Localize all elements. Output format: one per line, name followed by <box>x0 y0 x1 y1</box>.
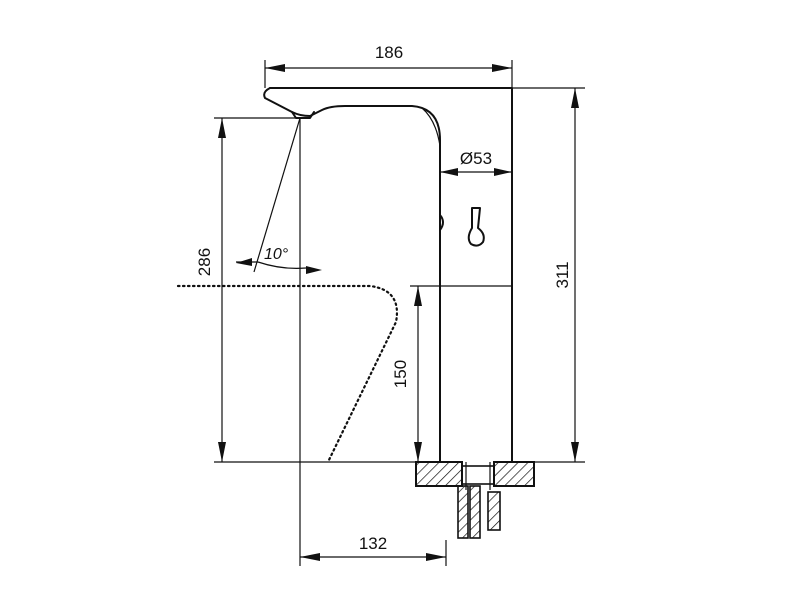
supply-hose-left <box>457 485 469 539</box>
dimension-spout-height: 286 <box>195 117 416 463</box>
label-150: 150 <box>391 360 410 388</box>
base-plate-right <box>493 461 535 487</box>
spout-top-outline <box>269 87 513 463</box>
label-diameter: Ø53 <box>460 149 492 168</box>
label-10-degrees: 10° <box>264 246 289 263</box>
label-186: 186 <box>375 43 403 62</box>
spout-lower-outline <box>263 87 441 463</box>
dimension-spray-angle: 10° <box>236 117 322 274</box>
base-center-nut <box>461 465 495 485</box>
label-311: 311 <box>553 261 572 288</box>
base-plate-left <box>415 461 463 487</box>
base-mount <box>415 461 535 539</box>
dimension-sensor-height: 150 <box>391 285 512 462</box>
front-accent-curve <box>421 107 441 147</box>
sensor-window <box>439 214 444 231</box>
aerator-outline <box>291 111 315 119</box>
dotted-spray-line <box>176 284 399 464</box>
mounting-stud <box>487 491 501 531</box>
supply-hose-right <box>469 485 481 539</box>
dimension-diameter: Ø53 <box>440 149 512 176</box>
water-jet <box>176 284 399 464</box>
dimension-spout-reach: 132 <box>299 118 447 566</box>
dimension-spout-length: 186 <box>264 43 513 88</box>
faucet-body <box>263 87 513 463</box>
label-286: 286 <box>195 248 214 276</box>
label-132: 132 <box>359 534 387 553</box>
dimension-total-height: 311 <box>512 87 585 463</box>
lever-handle-outline <box>467 207 485 247</box>
